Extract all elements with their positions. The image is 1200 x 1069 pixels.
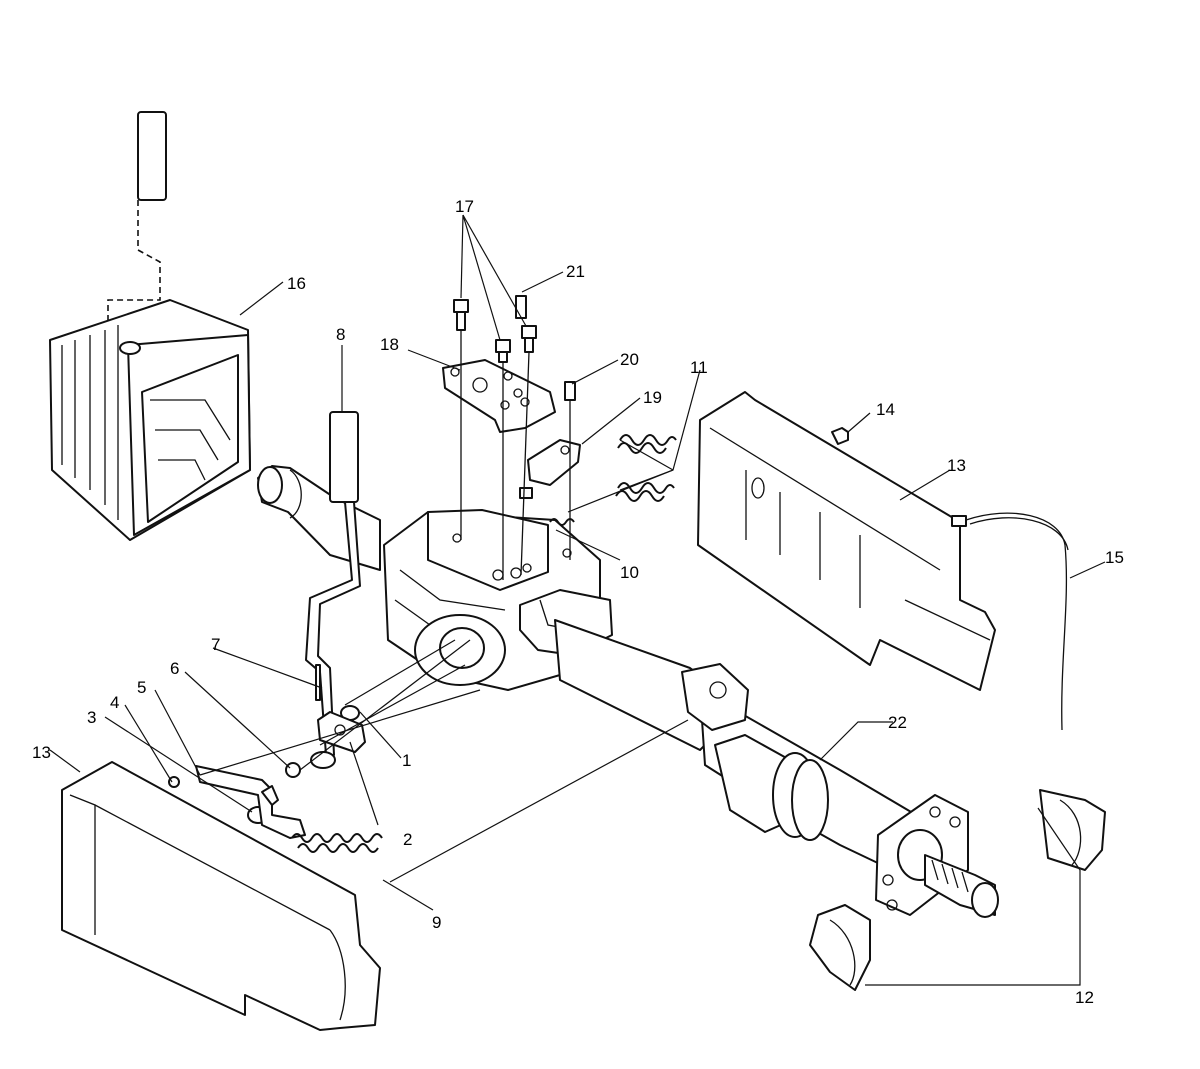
clip-7 (315, 664, 321, 701)
springs-11 (615, 434, 677, 502)
leader-lines (49, 214, 1106, 986)
wire-15 (951, 512, 1069, 731)
bolts-17 (453, 299, 537, 363)
screw-14 (831, 427, 849, 445)
nut-6 (285, 762, 301, 778)
callout-16: 16 (287, 274, 306, 293)
callout-6: 6 (170, 659, 179, 678)
callout-20: 20 (620, 350, 639, 369)
callout-21: 21 (566, 262, 585, 281)
pin-21 (515, 295, 527, 319)
callout-10: 10 (620, 563, 639, 582)
callout-19: 19 (643, 388, 662, 407)
cover-left (61, 761, 381, 1031)
callout-12: 12 (1075, 988, 1094, 1007)
callout-17: 17 (455, 197, 474, 216)
cover-right (697, 391, 996, 691)
pin-4 (168, 776, 180, 788)
bushings-12 (809, 789, 1106, 991)
callout-7: 7 (211, 635, 220, 654)
callout-11: 11 (690, 358, 708, 377)
lever-knob-dashed (137, 111, 167, 201)
callout-14: 14 (876, 400, 895, 419)
callout-18: 18 (380, 335, 399, 354)
callout-labels: 17 21 16 8 18 20 11 19 14 13 15 10 7 6 5… (32, 197, 1124, 1007)
gate-plate (442, 359, 556, 433)
callout-5: 5 (137, 678, 146, 697)
callout-9: 9 (432, 913, 441, 932)
callout-1: 1 (402, 751, 411, 770)
callout-8: 8 (336, 325, 345, 344)
spring-10 (549, 518, 575, 526)
bellows-boot (49, 111, 251, 541)
selector-arm (519, 439, 581, 499)
callout-15: 15 (1105, 548, 1124, 567)
lever-5 (195, 765, 306, 839)
callout-2: 2 (403, 830, 412, 849)
main-housing (257, 465, 999, 918)
callout-22: 22 (888, 713, 907, 732)
spring-9 (291, 833, 383, 853)
callout-13-right: 13 (947, 456, 966, 475)
gear-lever (305, 411, 361, 769)
pin-20 (564, 381, 576, 401)
callout-3: 3 (87, 708, 96, 727)
callout-4: 4 (110, 693, 119, 712)
callout-13-left: 13 (32, 743, 51, 762)
